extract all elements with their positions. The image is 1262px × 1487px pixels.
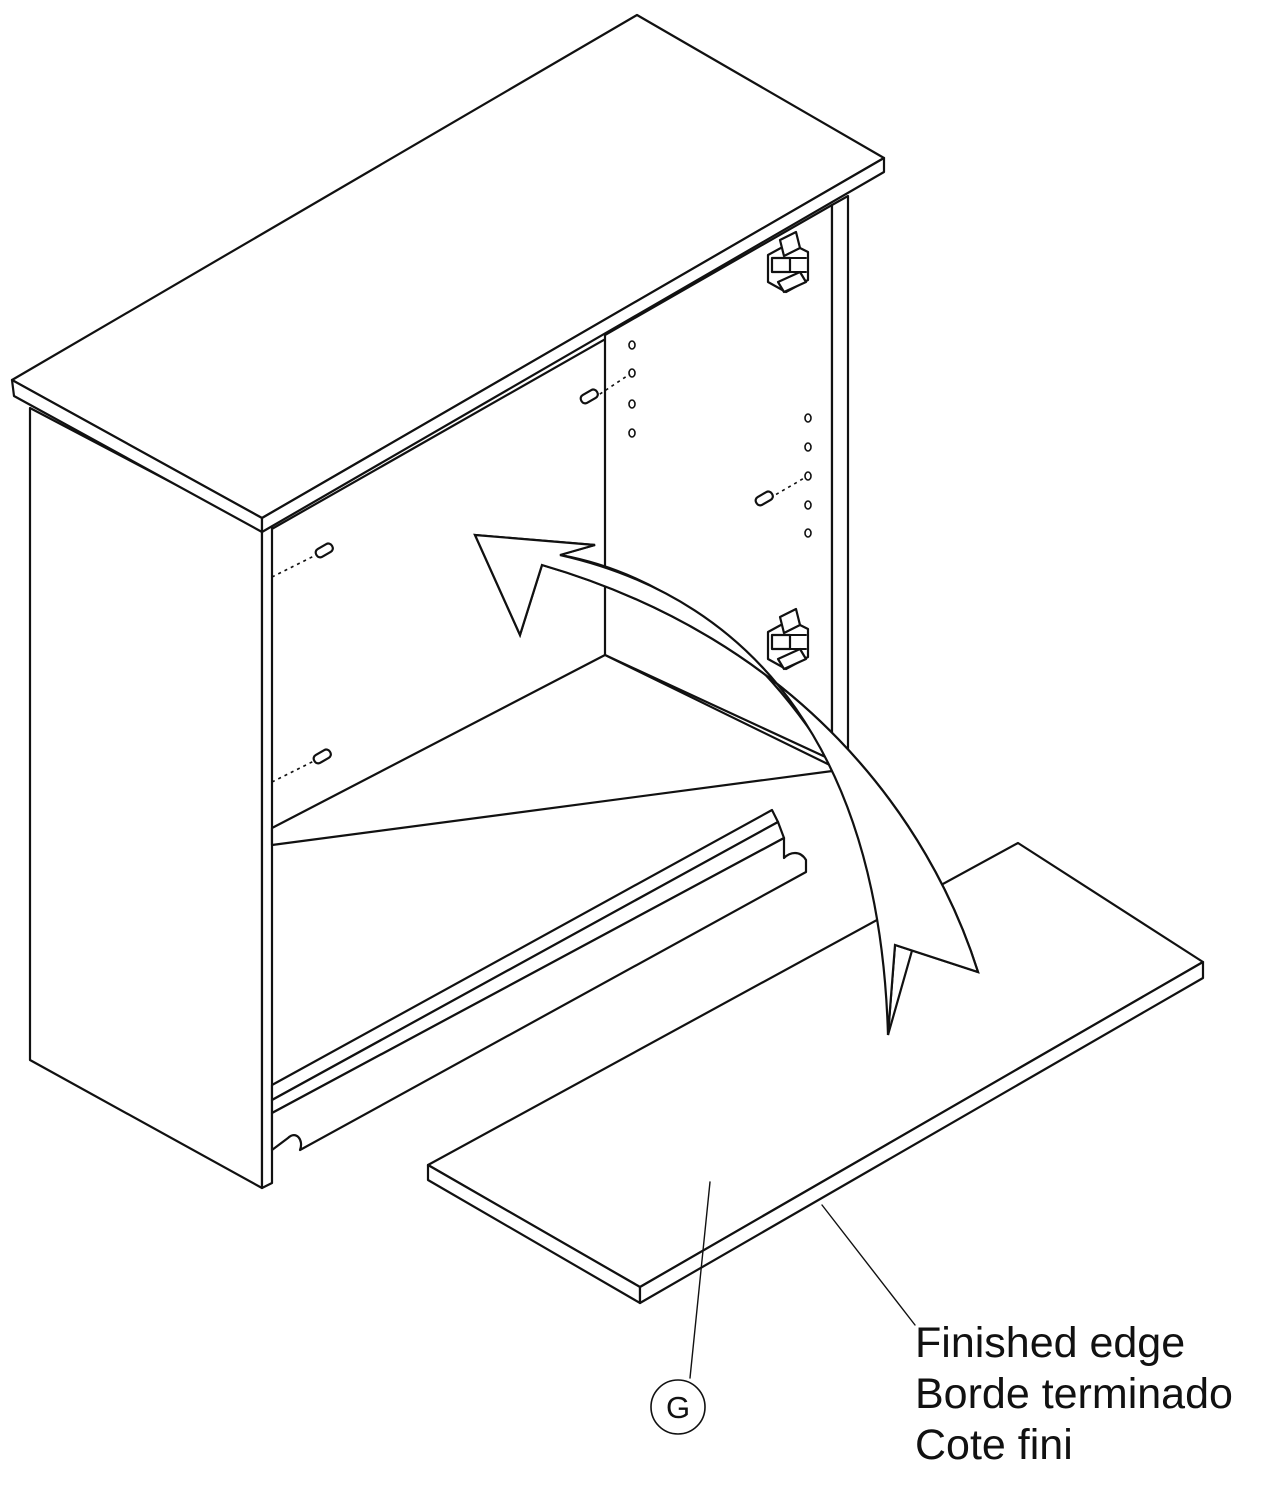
- shelf-pin-left-upper: [271, 542, 334, 578]
- leader-line-finished-edge: [821, 1204, 916, 1326]
- hinge-bracket-lower: [766, 607, 810, 671]
- bottom-shelf: [270, 808, 808, 1152]
- top-panel: [10, 13, 886, 534]
- finished-edge-label-english: Finished edge: [915, 1319, 1186, 1367]
- part-label-g: G: [666, 1390, 690, 1425]
- shelf-pin-right: [754, 476, 807, 507]
- left-side-panel: [28, 406, 274, 1190]
- shelf-g: [426, 841, 1205, 1305]
- shelf-pin-upper-center: [579, 373, 631, 405]
- finished-edge-label-french: Cote fini: [915, 1421, 1073, 1469]
- shelf-pin-holes-left-column: [628, 340, 636, 438]
- placement-arrow: [473, 533, 980, 1036]
- finished-edge-label-spanish: Borde terminado: [915, 1370, 1233, 1418]
- shelf-pin-holes-right-column: [804, 413, 812, 538]
- hinge-bracket-upper: [766, 230, 810, 294]
- shelf-pin-left-lower: [271, 748, 332, 783]
- part-callout-g: G: [650, 1379, 706, 1435]
- leader-line-part-g: [689, 1181, 711, 1379]
